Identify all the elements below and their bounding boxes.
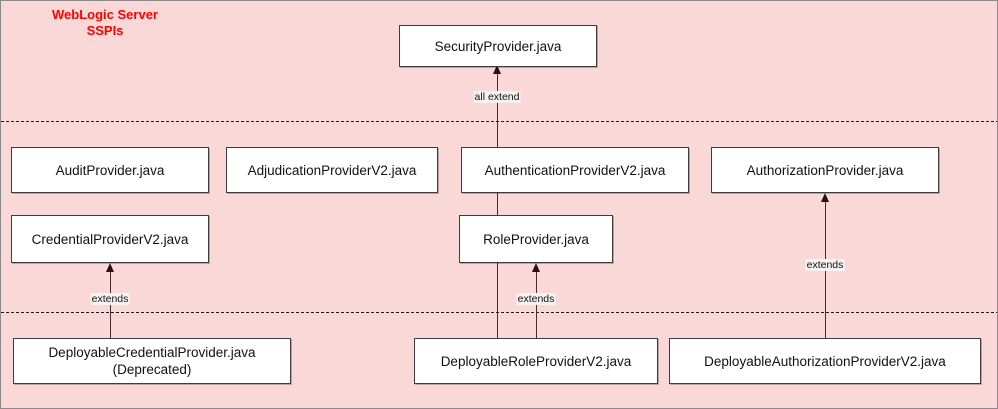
edge-label-extends-credential: extends: [90, 293, 130, 305]
node-authentication-provider-v2[interactable]: AuthenticationProviderV2.java: [461, 147, 689, 193]
node-credential-provider-v2[interactable]: CredentialProviderV2.java: [11, 215, 209, 263]
connector-extends-role: [536, 271, 537, 339]
arrowhead-extends-credential: [105, 263, 114, 272]
edge-label-extends-role: extends: [516, 293, 556, 305]
node-deployable-credential-provider[interactable]: DeployableCredentialProvider.java (Depre…: [13, 338, 291, 384]
arrowhead-all-extend: [492, 65, 501, 74]
tier-divider-bottom: [1, 312, 997, 313]
node-authorization-provider[interactable]: AuthorizationProvider.java: [711, 147, 939, 193]
node-adjudication-provider-v2[interactable]: AdjudicationProviderV2.java: [226, 147, 438, 193]
node-role-provider[interactable]: RoleProvider.java: [459, 215, 613, 263]
node-audit-provider[interactable]: AuditProvider.java: [11, 147, 209, 193]
node-deployable-role-provider-v2[interactable]: DeployableRoleProviderV2.java: [414, 338, 658, 384]
node-security-provider[interactable]: SecurityProvider.java: [399, 25, 597, 67]
diagram-title: WebLogic Server SSPIs: [52, 7, 158, 38]
node-deployable-authorization-provider-v2[interactable]: DeployableAuthorizationProviderV2.java: [669, 338, 981, 384]
tier-divider-top: [1, 121, 997, 122]
arrowhead-extends-authorization: [820, 193, 829, 202]
connector-all-extend: [497, 73, 498, 353]
connector-extends-credential: [110, 271, 111, 339]
arrowhead-extends-role: [531, 263, 540, 272]
edge-label-all-extend: all extend: [473, 91, 521, 103]
edge-label-extends-authorization: extends: [805, 259, 845, 271]
